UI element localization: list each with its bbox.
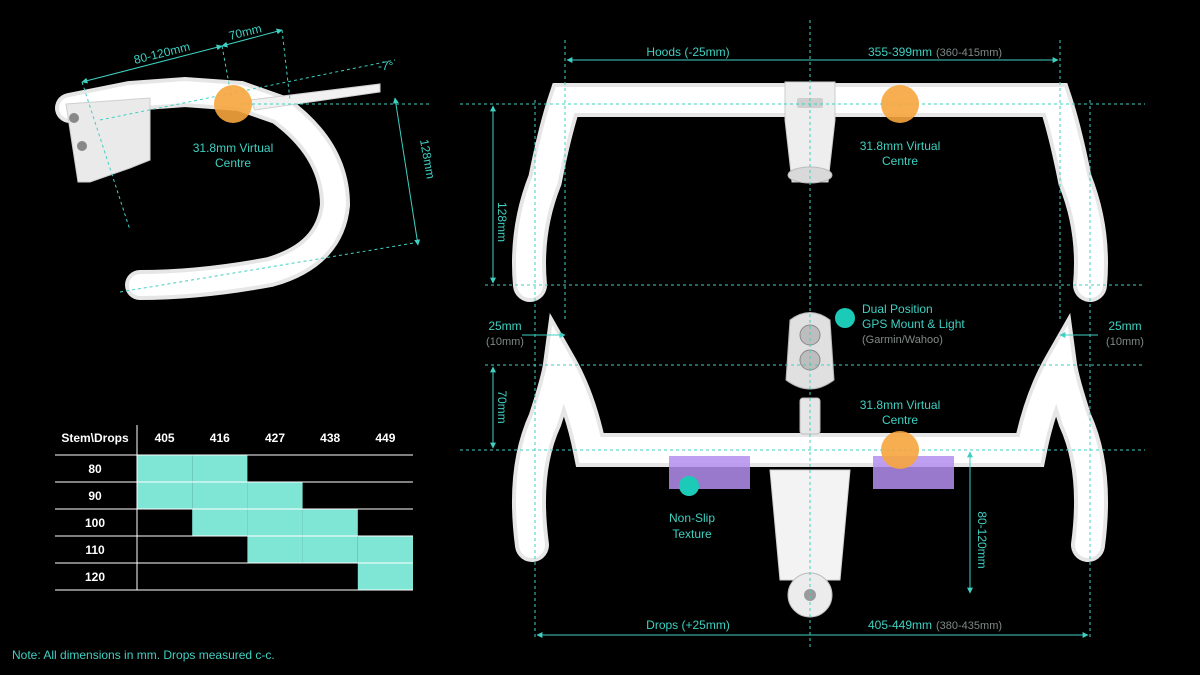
table-row-header: 80 — [88, 462, 102, 476]
bottom-virtual-centre-label-1: 31.8mm Virtual — [860, 398, 940, 412]
table-cell-available — [247, 482, 303, 509]
drops-value-group: 405-449mm (380-435mm) — [868, 618, 1002, 632]
table-cell-available — [247, 536, 303, 563]
table-column-header: 438 — [320, 431, 340, 445]
hoods-value: 355-399mm — [868, 45, 932, 59]
bottom-virtual-centre-label-2: Centre — [882, 413, 918, 427]
non-slip-label-2: Texture — [672, 527, 712, 541]
side-virtual-centre-label-2: Centre — [215, 156, 251, 170]
table-cell-available — [192, 509, 248, 536]
flare-left-alt-label: (10mm) — [486, 336, 524, 348]
table-cell-available — [192, 455, 248, 482]
non-slip-callout-dot — [679, 476, 699, 496]
table-corner-label: Stem\Drops — [61, 431, 129, 445]
side-view: 80-120mm 70mm -7° 128mm 31.8mm Virtual C… — [55, 21, 438, 300]
gps-mount-callout-dot — [835, 308, 855, 328]
side-drop-label: 128mm — [417, 138, 438, 180]
gps-mount-alt-label: (Garmin/Wahoo) — [862, 334, 943, 346]
top-70-label: 70mm — [495, 390, 509, 423]
table-cell-available — [302, 536, 358, 563]
table-column-header: 416 — [210, 431, 230, 445]
table-row-header: 110 — [85, 543, 105, 557]
table-column-header: 449 — [375, 431, 395, 445]
hoods-value-group: 355-399mm (360-415mm) — [868, 45, 1002, 59]
table-cell-available — [192, 482, 248, 509]
footnote: Note: All dimensions in mm. Drops measur… — [12, 648, 275, 662]
flare-right-alt-label: (10mm) — [1106, 336, 1144, 348]
bottom-virtual-centre-marker — [881, 431, 919, 469]
table-cell-available — [357, 563, 413, 590]
stem-reach-label: 80-120mm — [975, 511, 989, 568]
table-cell-available — [302, 509, 358, 536]
side-reach-label: 80-120mm — [132, 39, 191, 66]
side-reach-dim-line — [81, 44, 223, 84]
top-drop-label: 128mm — [495, 202, 509, 242]
top-view: Hoods (-25mm) 355-399mm (360-415mm) 31.8m… — [460, 20, 1145, 650]
drops-label: Drops (+25mm) — [646, 618, 730, 632]
side-angle-label: -7° — [378, 59, 394, 73]
table-row-header: 100 — [85, 516, 105, 530]
side-virtual-centre-label-1: 31.8mm Virtual — [193, 141, 273, 155]
flare-right-label: 25mm — [1108, 319, 1141, 333]
drops-value: 405-449mm — [868, 618, 932, 632]
flare-left-label: 25mm — [488, 319, 521, 333]
table-cell-available — [357, 536, 413, 563]
side-virtual-centre-marker — [214, 85, 252, 123]
table-column-header: 427 — [265, 431, 285, 445]
non-slip-label-1: Non-Slip — [669, 511, 715, 525]
table-row-header: 90 — [88, 489, 102, 503]
table-cell-available — [137, 455, 193, 482]
top-virtual-centre-label-2: Centre — [882, 154, 918, 168]
hoods-alt-value: (360-415mm) — [936, 47, 1002, 59]
table-cell-available — [247, 509, 303, 536]
table-column-header: 405 — [155, 431, 175, 445]
side-70-dim-line — [221, 28, 283, 48]
hoods-label: Hoods (-25mm) — [646, 45, 729, 59]
top-virtual-centre-label-1: 31.8mm Virtual — [860, 139, 940, 153]
gps-mount-label-1: Dual Position — [862, 302, 933, 316]
table-row-header: 120 — [85, 570, 105, 584]
gps-mount-label-2: GPS Mount & Light — [862, 317, 965, 331]
size-table: Stem\Drops 405 416 427 438 449 80 90 100 110 120 — [55, 425, 413, 591]
top-virtual-centre-marker — [881, 85, 919, 123]
drops-alt-value: (380-435mm) — [936, 620, 1002, 632]
side-drop-dim-line — [392, 97, 421, 246]
table-cell-available — [137, 482, 193, 509]
